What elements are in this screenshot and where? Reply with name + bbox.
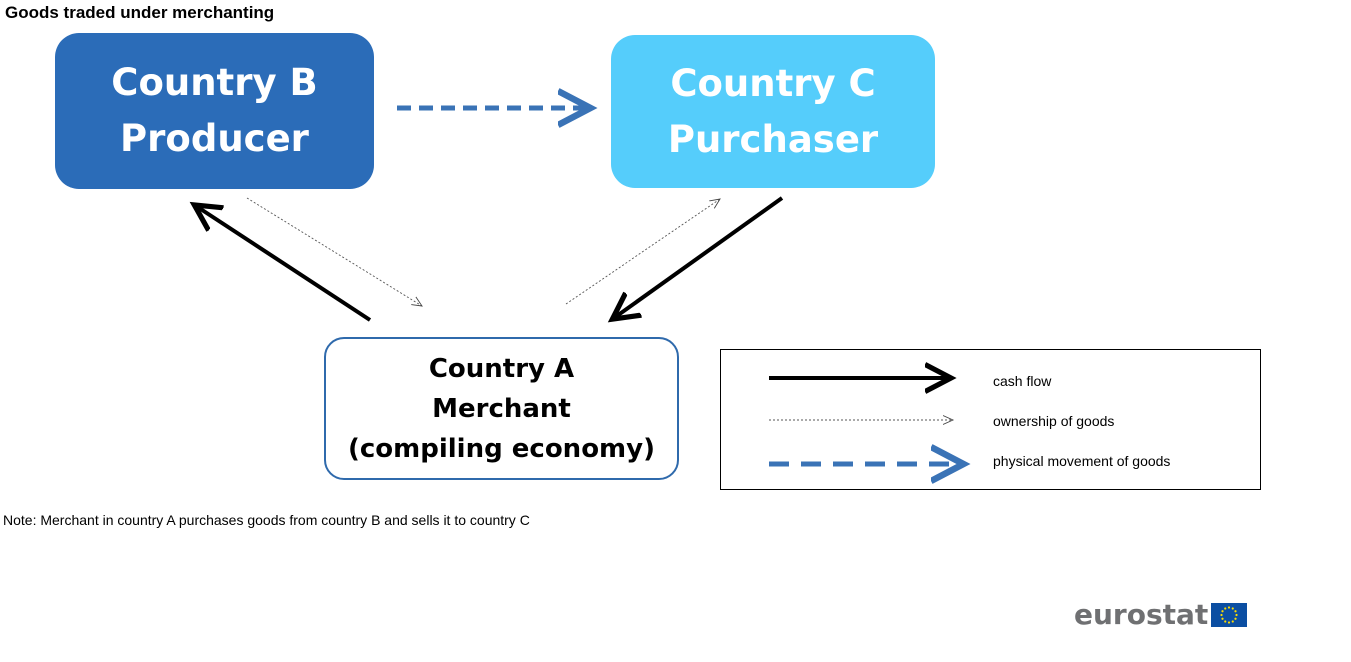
producer-label: Producer bbox=[120, 117, 309, 160]
note-text: Note: Merchant in country A purchases go… bbox=[3, 512, 530, 528]
cash-flow-arrow-a-to-b bbox=[196, 206, 372, 322]
legend-label-ownership: ownership of goods bbox=[993, 413, 1115, 429]
country-c-label: Country C bbox=[670, 61, 876, 105]
eurostat-wordmark: eurostat bbox=[1074, 598, 1209, 631]
eu-flag-star bbox=[1221, 617, 1224, 620]
compiling-economy-label: (compiling economy) bbox=[348, 433, 655, 464]
country-b-producer-box: Country B Producer bbox=[55, 33, 374, 189]
country-a-merchant-box: Country A Merchant (compiling economy) bbox=[324, 337, 679, 480]
legend: cash flow ownership of goods physical mo… bbox=[720, 349, 1261, 490]
eu-flag-star bbox=[1231, 620, 1235, 623]
eu-flag-star bbox=[1224, 620, 1227, 623]
purchaser-label: Purchaser bbox=[667, 117, 879, 161]
country-a-label: Country A bbox=[428, 353, 575, 384]
diagram-title: Goods traded under merchanting bbox=[5, 3, 275, 22]
legend-symbols bbox=[769, 350, 1262, 491]
eu-flag-star bbox=[1228, 621, 1231, 624]
eu-flag-star bbox=[1221, 610, 1224, 613]
country-b-label: Country B bbox=[111, 61, 318, 104]
eu-flag-star bbox=[1228, 606, 1231, 609]
eu-flag-star bbox=[1231, 607, 1235, 610]
country-c-purchaser-box: Country C Purchaser bbox=[611, 35, 935, 188]
ownership-arrow-a-to-c bbox=[565, 199, 720, 305]
ownership-arrow-b-to-a bbox=[246, 197, 422, 306]
cash-flow-arrow-c-to-a bbox=[614, 196, 784, 318]
eu-flag-star bbox=[1235, 613, 1238, 617]
legend-label-physical-movement: physical movement of goods bbox=[993, 453, 1171, 469]
merchant-label: Merchant bbox=[432, 393, 571, 424]
eu-flag-star bbox=[1224, 607, 1227, 610]
eu-flag-star bbox=[1220, 613, 1223, 617]
eurostat-logo: eurostat bbox=[1074, 598, 1248, 631]
eu-flag-star bbox=[1234, 610, 1237, 613]
eu-flag-star bbox=[1234, 617, 1237, 620]
eu-flag-icon bbox=[1211, 603, 1248, 627]
legend-label-cash-flow: cash flow bbox=[993, 373, 1052, 389]
